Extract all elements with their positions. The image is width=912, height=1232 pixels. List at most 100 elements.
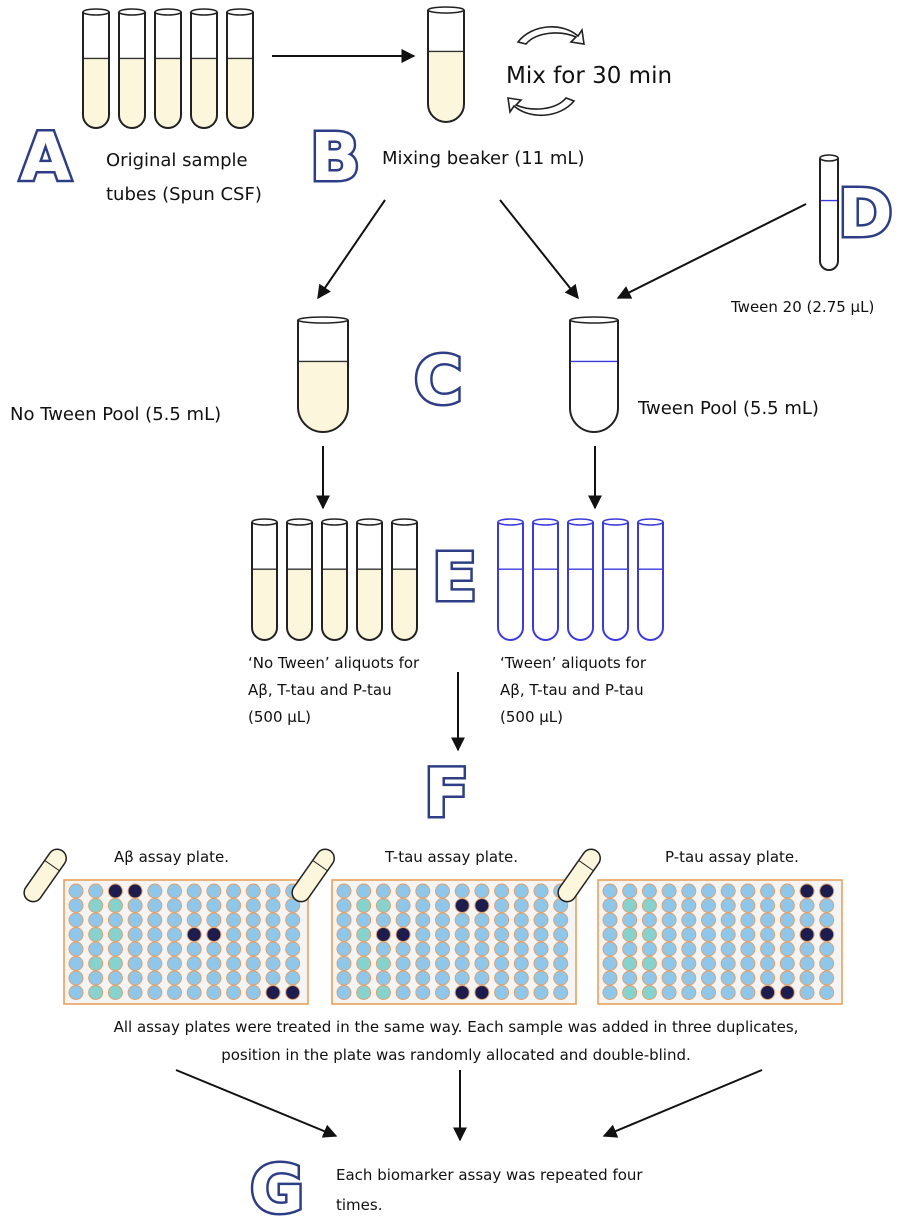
plate-well [356,956,372,971]
no-tween-aliquots-line1: ‘No Tween’ aliquots for [248,654,420,672]
plate-well [720,898,736,913]
plate-well [245,883,261,899]
plate-well [474,970,490,986]
plate-well [701,898,716,913]
sample-tube [190,8,218,129]
plate-well [474,956,490,971]
tween20-tube [819,154,839,271]
plate-well [513,985,529,1000]
plate-well [740,927,756,942]
plate-well [701,941,716,957]
plate-well [245,927,261,942]
plate-well [740,912,756,928]
plate-well [760,883,776,899]
plate-well [127,985,143,1000]
plate-well [265,941,281,957]
mixing-beaker-label: Mixing beaker (11 mL) [382,148,584,169]
pool [569,316,619,433]
plate-well [88,985,104,1000]
aliquot-tube [391,518,418,641]
plate-well [435,883,450,899]
plate-well [147,970,163,986]
no-tween-aliquots-line2: Aβ, T-tau and P-tau [248,681,392,699]
arrow-b-to-tween [499,199,579,300]
plate-well [602,941,618,957]
plate-well [395,898,411,913]
plate-well [285,912,301,928]
sample-well [799,927,815,942]
plate-well [701,912,716,928]
plate-well [819,941,835,957]
plate-well [513,970,529,986]
plate-well [336,912,352,928]
plate-well [681,956,697,971]
plate-well [602,912,618,928]
aliquot-tube [602,518,629,641]
plate-well [435,985,450,1000]
plate-well [622,912,638,928]
plate-well [622,956,638,971]
plate-well [107,970,123,986]
plate-well [681,927,697,942]
plate-well [435,970,450,986]
flow-arrows [175,49,807,1142]
pipette-tube-icon [291,848,335,903]
plate-well [819,898,835,913]
sample-well [206,927,222,942]
plate-well [226,956,242,971]
sample-well [107,883,123,899]
plate-well [127,956,143,971]
plate-well [602,970,618,986]
plate-well [147,898,163,913]
plate-well [186,941,202,957]
beaker [427,6,465,123]
plate-well [167,912,182,928]
plate-well [206,898,222,913]
plate-well [641,970,657,986]
plate-well [375,898,391,913]
sample-well [285,985,301,1000]
plate-well [336,927,352,942]
plate-well [265,927,281,942]
aliquot-tube [356,518,383,641]
plate-well [494,883,510,899]
sample-tube [82,8,110,129]
plate-well [533,985,549,1000]
plate-well [799,898,815,913]
plate-well [68,898,84,913]
plate-well [88,927,104,942]
aliquot-tube [567,518,594,641]
plate-well [245,912,261,928]
step-letter-d: D [838,175,893,252]
plate-well [602,985,618,1000]
tween-pool-label: Tween Pool (5.5 mL) [637,398,819,419]
step-letter-c: C [414,342,462,419]
plate-well [760,941,776,957]
plate-well [641,956,657,971]
plate-well [415,927,431,942]
plate-well [661,956,677,971]
plate-note-line2: position in the plate was randomly alloc… [221,1046,691,1064]
plate-well [474,927,490,942]
plate-well [435,912,450,928]
plate-well [336,898,352,913]
aliquot-tube [286,518,313,641]
mix-duration-label: Mix for 30 min [506,63,672,89]
assay-plates [23,848,843,1005]
plate-well [68,985,84,1000]
plate-well [226,912,242,928]
sample-well [819,883,835,899]
plate-well [494,927,510,942]
plate-well [740,883,756,899]
plate-well [681,898,697,913]
plate-well [819,912,835,928]
plate-well [701,883,716,899]
plate-well [454,970,470,986]
plate-well [107,898,123,913]
plate-well [435,956,450,971]
plate-well [265,898,281,913]
plate-well [107,912,123,928]
plate-well [720,956,736,971]
plate-well [494,912,510,928]
plate-well [740,970,756,986]
